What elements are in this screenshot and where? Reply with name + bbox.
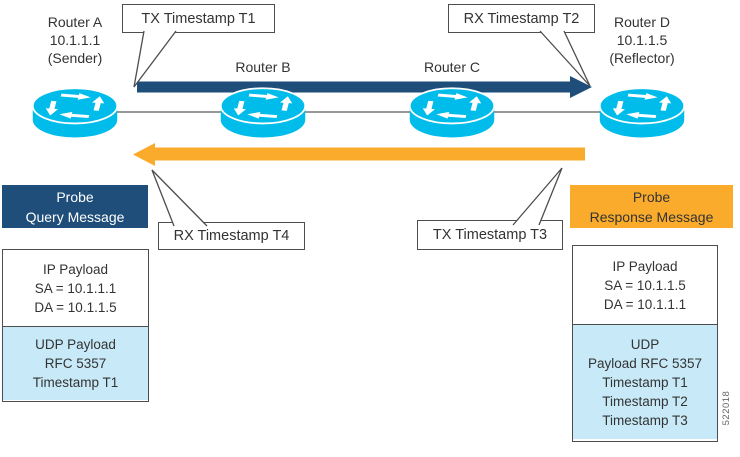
callout-tx-timestamp-t3: TX Timestamp T3 (417, 220, 563, 250)
query-ip-line-1: IP Payload (42, 261, 109, 277)
callout-t4-tail (151, 169, 208, 227)
response-udp-line-5: Timestamp T3 (602, 412, 688, 428)
router-d-icon (598, 87, 686, 139)
response-ip-line-2: SA = 10.1.1.5 (604, 277, 686, 293)
probe-query-line1: Probe (56, 188, 94, 205)
callout-tx-timestamp-t1: TX Timestamp T1 (122, 4, 275, 33)
probe-query-line2: Query Message (25, 208, 125, 225)
callout-tx-t3-label: TX Timestamp T3 (432, 227, 548, 243)
query-packet-box: IP Payload SA = 10.1.1.1 DA = 10.1.1.5 U… (2, 249, 149, 402)
callout-t1-tail (133, 30, 177, 88)
probe-query-message-box: Probe Query Message (2, 185, 148, 228)
callout-t3-tail (512, 167, 563, 226)
response-ip-line-3: DA = 10.1.1.1 (603, 296, 687, 312)
query-ip-payload-section: IP Payload SA = 10.1.1.1 DA = 10.1.1.5 (3, 250, 148, 326)
query-udp-line-3: Timestamp T1 (32, 375, 119, 390)
callout-rx-t2-label: RX Timestamp T2 (463, 10, 580, 27)
query-flow-arrow (137, 76, 592, 98)
router-d-name: Router D (613, 14, 671, 30)
router-a-label: Router A 10.1.1.1 (Sender) (15, 13, 135, 67)
query-udp-line-2: RFC 5357 (44, 356, 107, 371)
router-d-role: (Reflector) (609, 50, 675, 66)
figure-id-watermark: 522018 (721, 390, 732, 426)
callout-rx-timestamp-t2: RX Timestamp T2 (448, 4, 595, 33)
probe-response-line2: Response Message (589, 208, 714, 225)
response-packet-box: IP Payload SA = 10.1.1.5 DA = 10.1.1.1 U… (572, 245, 718, 442)
response-udp-payload-section: UDP Payload RFC 5357 Timestamp T1 Timest… (573, 324, 717, 439)
router-a-ip: 10.1.1.1 (49, 32, 101, 48)
query-ip-line-2: SA = 10.1.1.1 (34, 280, 117, 296)
callout-rx-timestamp-t4: RX Timestamp T4 (158, 222, 305, 250)
response-udp-line-1: UDP (630, 336, 660, 352)
router-a-icon (31, 87, 119, 139)
probe-response-line1: Probe (632, 188, 671, 205)
response-ip-payload-section: IP Payload SA = 10.1.1.5 DA = 10.1.1.1 (573, 246, 717, 324)
router-b-name: Router B (235, 59, 291, 75)
router-d-ip: 10.1.1.5 (616, 32, 668, 48)
query-udp-line-1: UDP Payload (35, 337, 116, 352)
router-c-label: Router C (392, 58, 512, 76)
router-a-role: (Sender) (47, 50, 103, 66)
probe-response-message-box: Probe Response Message (570, 185, 733, 228)
router-d-label: Router D 10.1.1.5 (Reflector) (582, 13, 702, 67)
router-c-icon (408, 87, 496, 139)
query-ip-line-3: DA = 10.1.1.5 (34, 299, 117, 315)
query-udp-payload-section: UDP Payload RFC 5357 Timestamp T1 (3, 326, 148, 400)
router-a-name: Router A (47, 14, 103, 30)
response-flow-arrow (133, 143, 585, 166)
response-ip-line-1: IP Payload (612, 258, 678, 274)
response-udp-line-2: Payload RFC 5357 (587, 355, 703, 371)
router-b-label: Router B (203, 58, 323, 76)
response-udp-line-4: Timestamp T2 (602, 393, 688, 409)
router-c-name: Router C (423, 59, 481, 75)
callout-rx-t4-label: RX Timestamp T4 (173, 228, 290, 244)
router-b-icon (219, 87, 307, 139)
callout-tx-t1-label: TX Timestamp T1 (141, 10, 256, 27)
response-udp-line-3: Timestamp T1 (602, 374, 688, 390)
